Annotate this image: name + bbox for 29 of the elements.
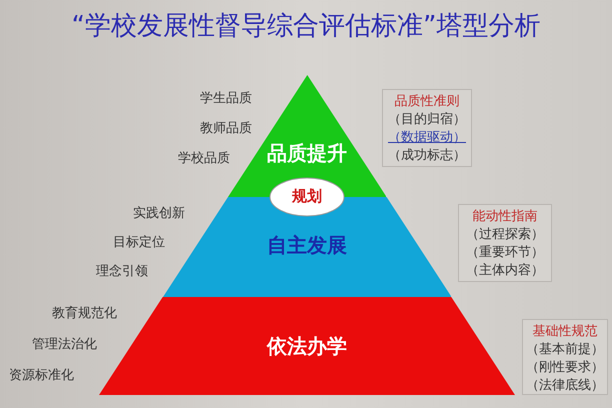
- callout-item: （重要环节）: [465, 244, 545, 262]
- side-label: 教育规范化: [52, 304, 117, 322]
- title: “学校发展性督导综合评估标准”塔型分析: [70, 10, 542, 43]
- callout-item: （目的归宿）: [387, 111, 467, 129]
- side-label: 管理法治化: [32, 336, 97, 353]
- callout-item: （成功标志）: [387, 147, 467, 165]
- callout-box: [522, 319, 608, 395]
- band-label: 自主发展: [266, 232, 348, 259]
- side-label: 教师品质: [200, 120, 252, 137]
- callout-item: （基本前提）: [525, 341, 605, 359]
- band-label: 品质提升: [266, 140, 348, 167]
- side-label: 资源标准化: [9, 367, 74, 384]
- callout-heading: 品质性准则: [394, 93, 460, 111]
- side-label: 理念引领: [96, 263, 148, 280]
- side-label: 目标定位: [113, 234, 165, 251]
- band-label: 依法办学: [266, 333, 348, 360]
- callout-item: （刚性要求）: [525, 359, 605, 377]
- callout-heading: 能动性指南: [472, 208, 538, 226]
- callout-heading: 基础性规范: [532, 323, 598, 341]
- callout-item: （过程探索）: [465, 226, 545, 244]
- side-label: 学校品质: [178, 150, 230, 167]
- side-label: 学生品质: [200, 90, 252, 107]
- callout-box: [458, 204, 552, 282]
- callout-box: [382, 89, 472, 167]
- callout-item: （数据驱动）: [387, 129, 467, 147]
- callout-item: （主体内容）: [465, 262, 545, 280]
- callout-item: （法律底线）: [525, 377, 605, 395]
- side-label: 实践创新: [133, 205, 185, 222]
- ellipse-label: 规划: [290, 187, 323, 206]
